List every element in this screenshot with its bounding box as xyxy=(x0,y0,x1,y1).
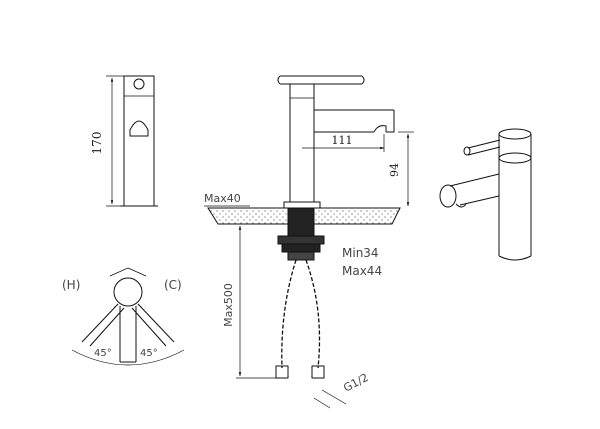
angle-left-label: 45° xyxy=(94,348,112,359)
mounting-washer xyxy=(277,235,325,245)
base-plate xyxy=(283,201,321,209)
front-view: 111 94 Max40 Min34 Max44 Max500 xyxy=(204,75,414,409)
angle-right-label: 45° xyxy=(140,348,158,359)
perspective-view xyxy=(439,128,532,261)
side-view: 170 xyxy=(90,75,158,207)
front-view-body xyxy=(289,83,315,203)
hose-right-connector xyxy=(311,365,325,379)
dimension-111-label: 111 xyxy=(332,134,353,147)
perspective-spout xyxy=(449,173,500,187)
perspective-spout-end xyxy=(439,184,457,208)
hose-left-connector xyxy=(275,365,289,379)
hole-min-label: Min34 xyxy=(342,246,379,260)
side-view-lever-top xyxy=(133,78,145,90)
perspective-lever xyxy=(467,139,501,149)
handle-rotation-diagram: (H) (C) 45° 45° xyxy=(62,267,185,366)
threaded-shank xyxy=(287,207,315,239)
hot-label: (H) xyxy=(62,278,80,292)
hose-left xyxy=(281,259,297,369)
deck-max-label: Max40 xyxy=(204,192,241,205)
side-view-body xyxy=(123,75,155,207)
side-view-spout-outlet xyxy=(129,120,149,137)
mounting-nut xyxy=(281,243,321,253)
aerator xyxy=(373,125,387,133)
cold-label: (C) xyxy=(164,278,182,292)
dimension-94-label: 94 xyxy=(388,163,401,177)
perspective-top-cap xyxy=(498,128,532,140)
thread-label: G1/2 xyxy=(341,371,370,395)
hole-max-label: Max44 xyxy=(342,264,382,278)
dimension-170-label: 170 xyxy=(90,132,104,155)
handle-cold-position xyxy=(137,303,175,343)
lever-tip xyxy=(361,75,365,85)
handle-hot-position xyxy=(81,303,119,343)
hose-max-label: Max500 xyxy=(222,283,235,327)
handle-circle xyxy=(113,277,143,307)
rotation-arc xyxy=(71,349,185,366)
hose-right xyxy=(305,259,321,369)
